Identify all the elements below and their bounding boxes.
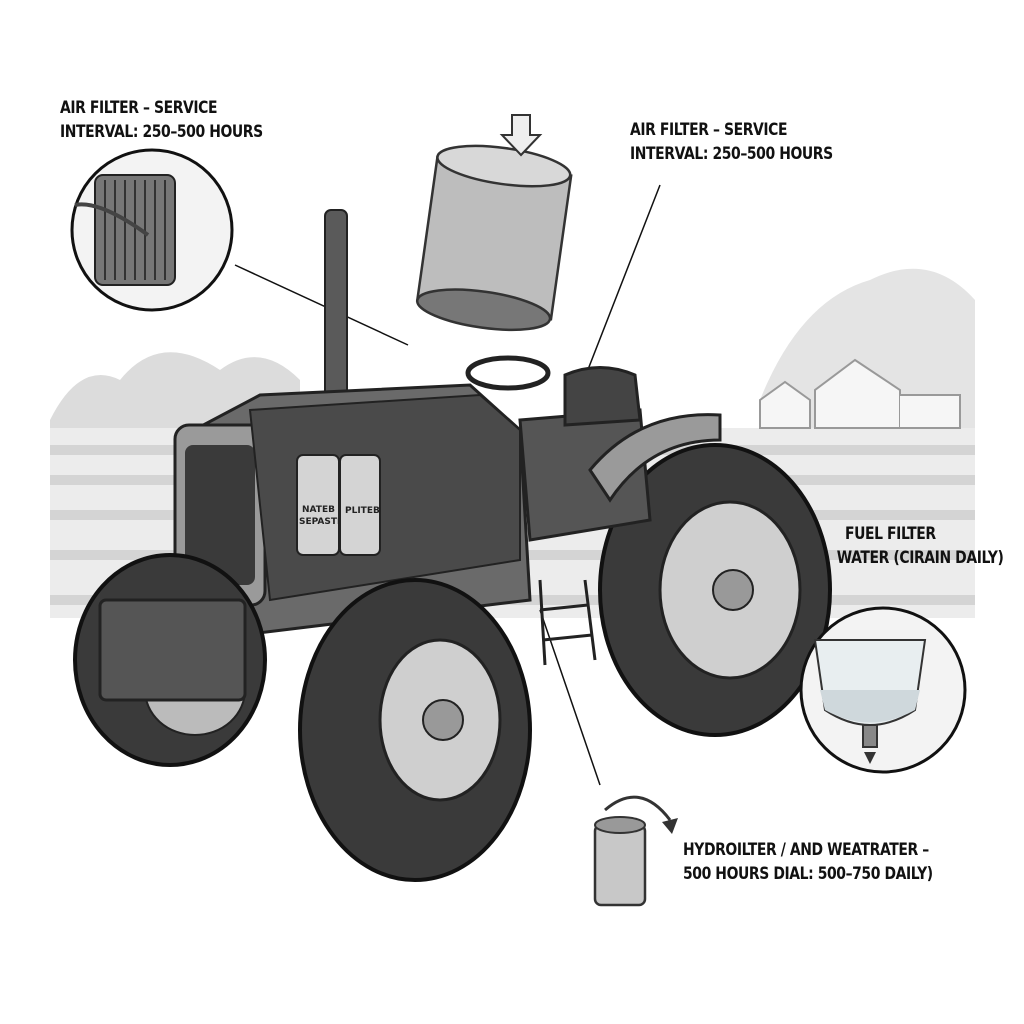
label-line: INTERVAL: 250–500 HOURS (630, 144, 833, 164)
svg-text:NATEB: NATEB (302, 505, 335, 515)
air-filter-left-label: AIR FILTER – SERVICE INTERVAL: 250–500 H… (60, 96, 263, 144)
label-line: FUEL FILTER (845, 524, 936, 544)
rear-fender (588, 413, 722, 503)
fuel-bowl-inset (799, 606, 967, 774)
label-line: AIR FILTER – SERVICE (60, 98, 218, 118)
steering-wheel (465, 355, 551, 391)
seat (563, 366, 642, 427)
air-nozzle-icon (74, 202, 150, 237)
front-tire-right (298, 578, 532, 882)
engine-filter-right: PLITEB (339, 454, 381, 556)
label-line: AIR FILTER – SERVICE (630, 120, 788, 140)
step-ladder (538, 579, 597, 666)
label-line: WATER (CIRAIN DAILY) (836, 548, 1004, 568)
label-line: HYDROILTER / AND WEATRATER – (683, 840, 929, 860)
down-arrow-icon (499, 114, 543, 157)
air-filter-cleaning-inset (70, 148, 234, 312)
rear-tire (598, 443, 832, 737)
hydraulic-filter-label: HYDROILTER / AND WEATRATER – 500 HOURS D… (683, 838, 933, 886)
air-filter-canister-icon (415, 144, 573, 332)
fuel-filter-label: FUEL FILTER WATER (CIRAIN DAILY) (837, 522, 1004, 570)
rotate-arrow-icon (604, 795, 672, 821)
svg-text:PLITEB: PLITEB (345, 506, 380, 516)
svg-text:SEPASTID: SEPASTID (299, 517, 348, 527)
label-line: INTERVAL: 250–500 HOURS (60, 122, 263, 142)
label-line: 500 HOURS DIAL: 500–750 DAILY) (683, 864, 933, 884)
hydraulic-filter-icon (593, 795, 678, 907)
air-filter-right-label: AIR FILTER – SERVICE INTERVAL: 250–500 H… (630, 118, 833, 166)
drain-arrow-icon (864, 752, 876, 764)
barn-icon (759, 358, 961, 429)
